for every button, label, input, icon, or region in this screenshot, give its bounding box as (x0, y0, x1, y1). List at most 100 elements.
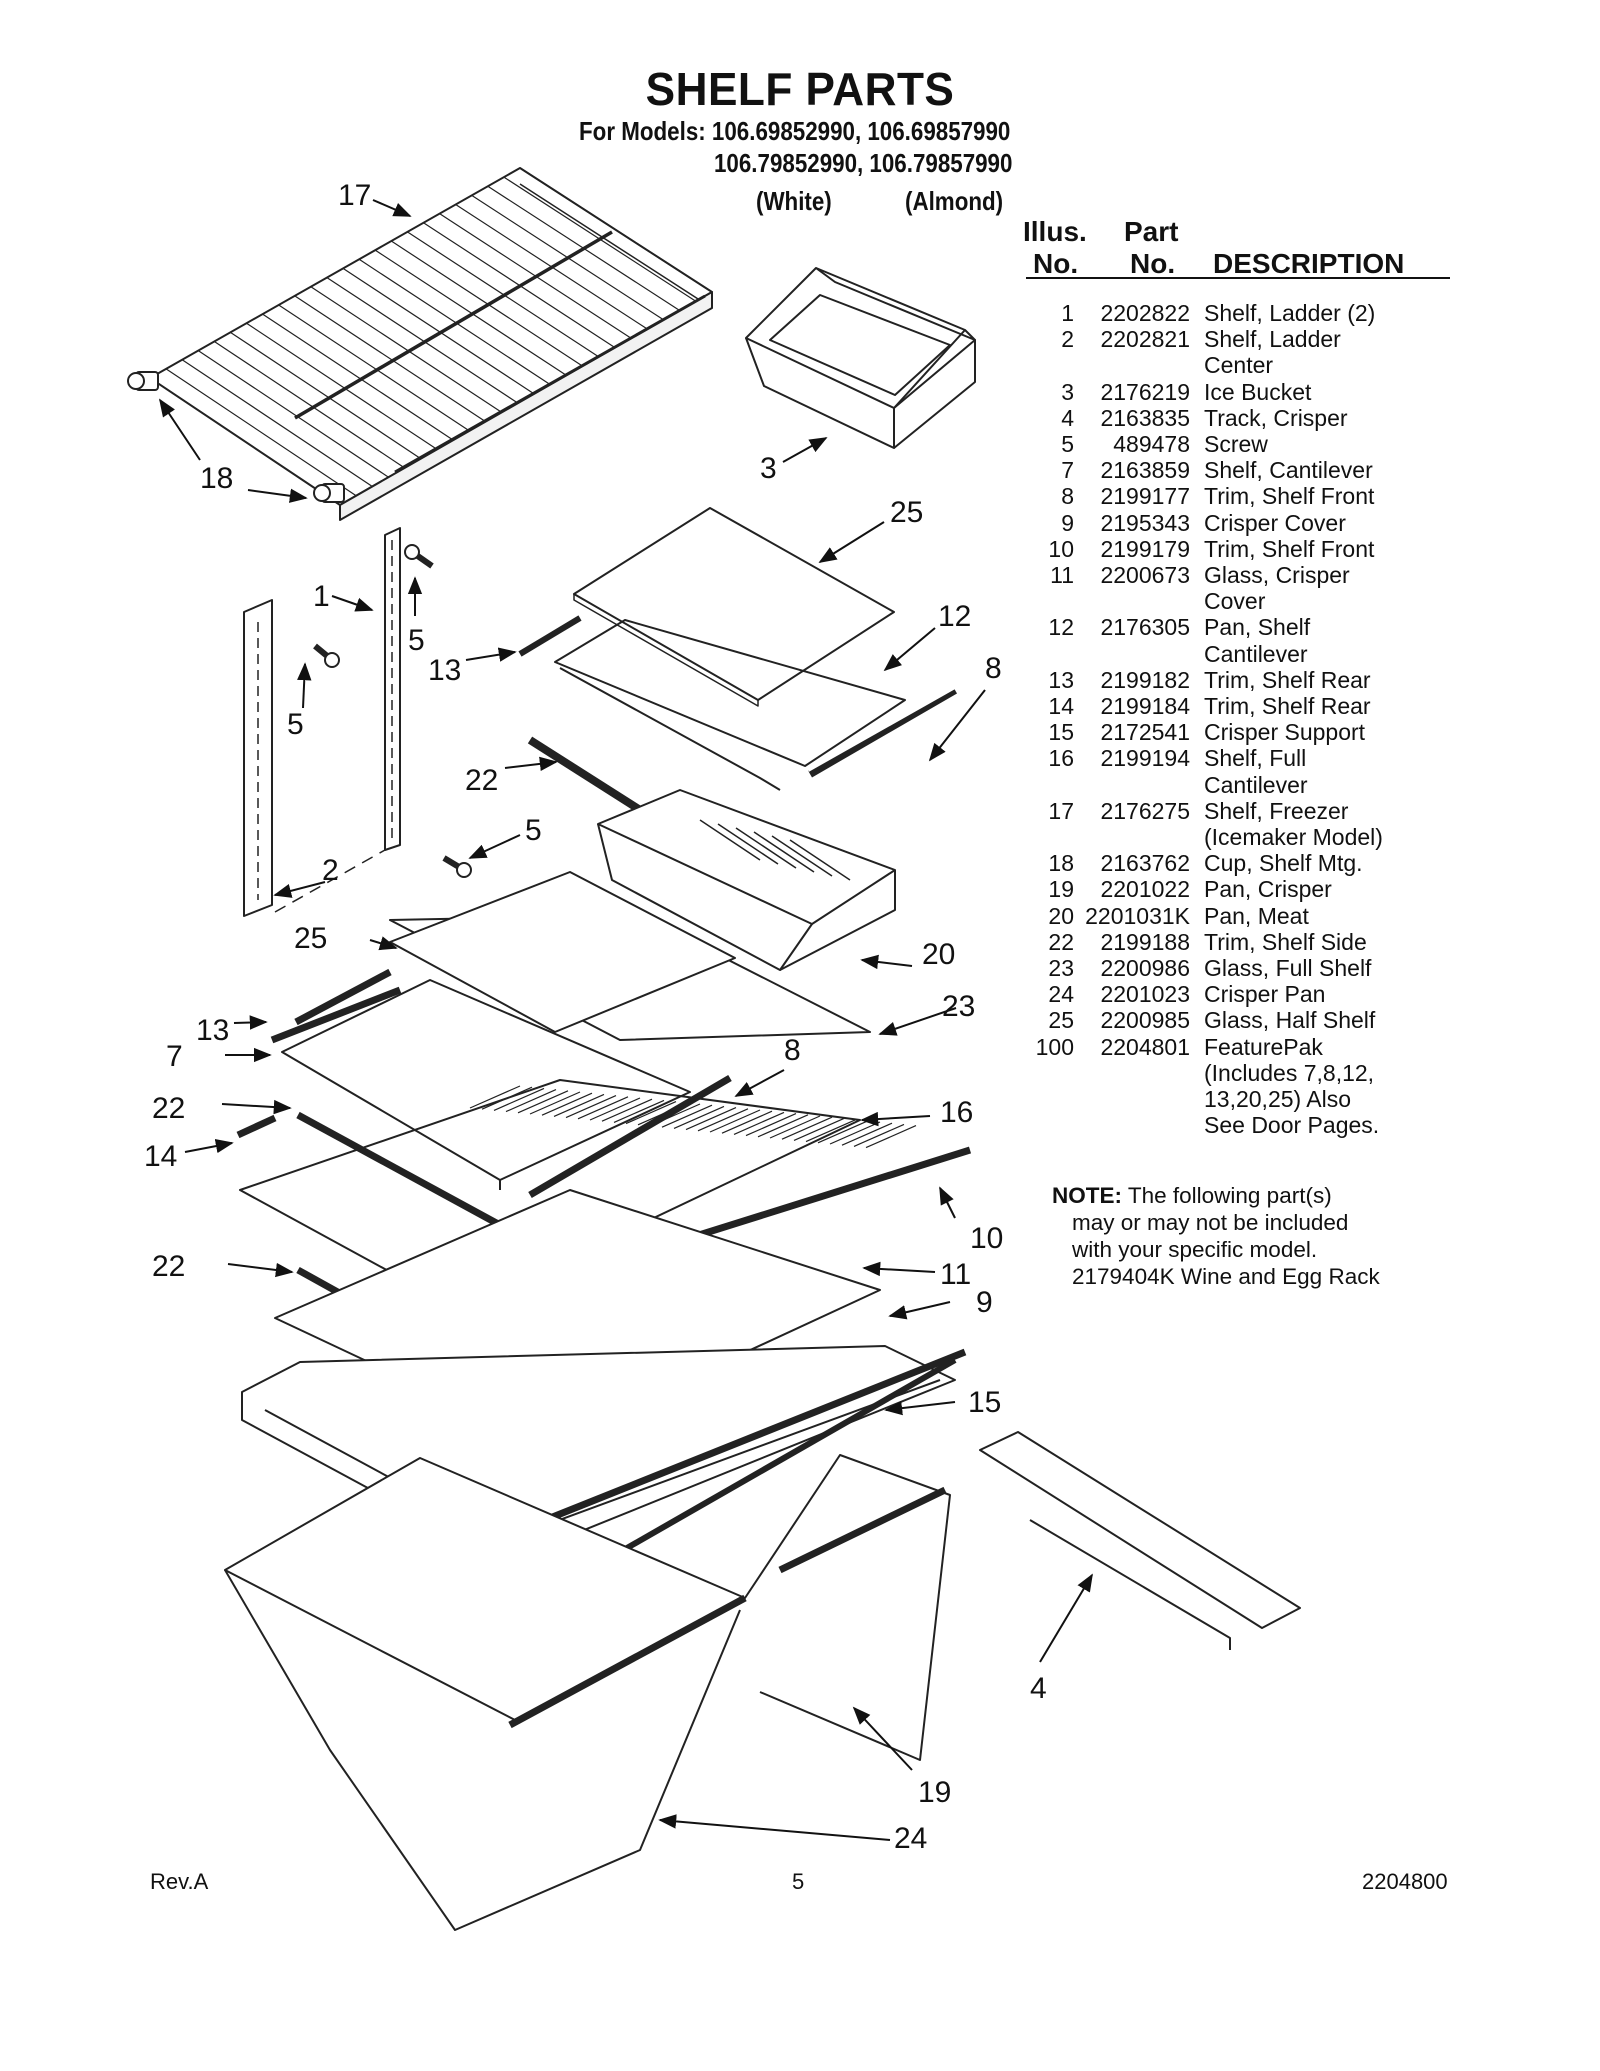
part-illus-no: 15 (1048, 719, 1074, 746)
part-description: Trim, Shelf Rear (1204, 666, 1371, 693)
part-illus-no: 17 (1048, 797, 1074, 824)
part-number: 2199182 (1100, 666, 1190, 693)
part-number: 2201022 (1100, 876, 1190, 903)
part-number: 2176219 (1100, 378, 1190, 405)
callout-4: 4 (1030, 1672, 1047, 1705)
part-number: 2201023 (1100, 981, 1190, 1008)
callout-13-low: 13 (196, 1014, 229, 1047)
part-row: 5 489478 Screw (1026, 431, 1466, 457)
part-number: 2199177 (1100, 483, 1190, 510)
models-line-2: 106.79852990, 106.79857990 (714, 148, 1013, 178)
callout-20: 20 (922, 938, 955, 971)
part-description: FeaturePak (Includes 7,8,12, 13,20,25) A… (1204, 1033, 1380, 1139)
part-description: Shelf, Ladder (2) (1204, 300, 1376, 326)
part-description: Crisper Pan (1204, 981, 1326, 1008)
part-illus-no: 4 (1061, 404, 1074, 431)
part-description: Pan, Shelf Cantilever (1204, 614, 1311, 667)
part-description: Trim, Shelf Front (1204, 535, 1375, 562)
part-number: 2176305 (1100, 614, 1190, 641)
note-line-4: 2179404K Wine and Egg Rack (1072, 1264, 1380, 1289)
part-illus-no: 20 (1048, 902, 1074, 929)
upper-half-glass (573, 507, 895, 707)
note-block: NOTE: The following part(s) may or may n… (1052, 1182, 1380, 1290)
part-number: 2202821 (1100, 326, 1190, 353)
part-row: 11 2200673 Glass, Crisper Cover (1026, 562, 1466, 614)
screw-top (404, 544, 434, 569)
callout-leaders (159, 199, 1093, 1841)
callout-labels: 17 18 18 3 25 1 5 13 12 8 5 22 5 2 25 20… (144, 179, 1047, 1855)
meat-pan (597, 789, 896, 971)
callout-16: 16 (940, 1096, 973, 1129)
shelf-cup-left (127, 371, 159, 391)
models-prefix: For Models: (579, 116, 706, 146)
part-description: Glass, Crisper Cover (1204, 562, 1350, 615)
part-number: 2202822 (1100, 300, 1190, 326)
part-description: Pan, Crisper (1204, 876, 1332, 903)
note-line-3: with your specific model. (1072, 1237, 1318, 1262)
callout-8-top: 8 (985, 652, 1002, 685)
part-number: 2199179 (1100, 535, 1190, 562)
part-illus-no: 100 (1035, 1033, 1074, 1060)
part-description: Screw (1204, 431, 1268, 458)
header-part-line2: No. (1130, 248, 1176, 279)
part-illus-no: 9 (1061, 509, 1074, 536)
color-white-label: (White) (756, 186, 832, 216)
screw-mid (313, 643, 340, 668)
part-number: 2163762 (1100, 850, 1190, 877)
part-illus-no: 1 (1061, 300, 1074, 326)
part-description: Ice Bucket (1204, 378, 1312, 405)
crisper-pan-right (744, 1454, 951, 1761)
part-illus-no: 7 (1061, 457, 1074, 484)
callout-10: 10 (970, 1222, 1003, 1255)
callout-24: 24 (894, 1822, 927, 1855)
part-illus-no: 23 (1048, 955, 1074, 982)
callout-13-top: 13 (428, 654, 461, 687)
callout-25-low: 25 (294, 922, 327, 955)
part-number: 489478 (1113, 431, 1190, 458)
lower-half-glass (389, 871, 736, 1033)
trim-side-22 (296, 1111, 502, 1229)
part-number: 2195343 (1100, 509, 1190, 536)
note-line-2: may or may not be included (1072, 1210, 1349, 1235)
part-description: Glass, Half Shelf (1204, 1007, 1376, 1034)
part-number: 2201031K (1085, 902, 1190, 929)
callout-9: 9 (976, 1286, 993, 1319)
part-description: Crisper Cover (1204, 509, 1346, 536)
part-description: Pan, Meat (1204, 902, 1309, 929)
models-line-1: 106.69852990, 106.69857990 (711, 116, 1011, 146)
header-description: DESCRIPTION (1213, 248, 1405, 279)
header-illus-line1: Illus. (1023, 216, 1087, 247)
shelf-cup-right (313, 483, 345, 503)
part-description: Trim, Shelf Front (1204, 483, 1375, 510)
callout-19: 19 (918, 1776, 951, 1809)
part-illus-no: 11 (1050, 562, 1074, 589)
part-number: 2163835 (1100, 404, 1190, 431)
callout-8-low: 8 (784, 1034, 801, 1067)
part-description: Glass, Full Shelf (1204, 955, 1372, 982)
part-illus-no: 8 (1061, 483, 1074, 510)
part-description: Cup, Shelf Mtg. (1204, 850, 1363, 877)
footer-doc-number: 2204800 (1362, 1869, 1448, 1894)
callout-25-top: 25 (890, 496, 923, 529)
ladder-rail-left (243, 599, 386, 917)
part-number: 2200673 (1100, 562, 1190, 589)
header-illus: Illus. No. (1023, 216, 1087, 280)
callout-22-low: 22 (152, 1250, 185, 1283)
models-label: For Models: 106.69852990, 106.69857990 (579, 116, 1010, 147)
part-number: 2163859 (1100, 457, 1190, 484)
callout-5-mid: 5 (287, 708, 304, 741)
part-row: 8 2199177 Trim, Shelf Front (1026, 483, 1466, 509)
part-description: Shelf, Ladder Center (1204, 326, 1341, 379)
part-illus-no: 5 (1061, 431, 1074, 458)
